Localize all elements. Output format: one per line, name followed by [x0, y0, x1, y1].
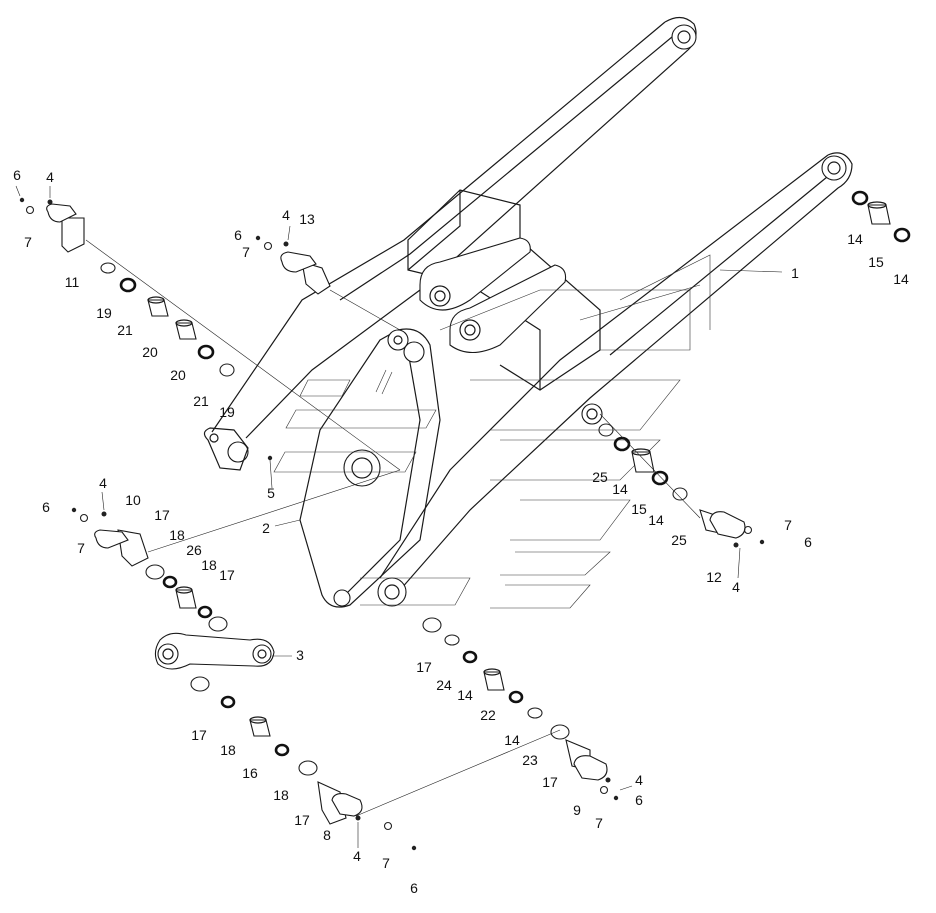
callout-c12: 12	[706, 569, 722, 585]
callout-c20b: 20	[170, 367, 186, 383]
callout-c7c: 7	[77, 540, 85, 556]
callout-c17f: 17	[542, 774, 558, 790]
callout-c14e: 14	[457, 687, 473, 703]
callout-c14d: 14	[648, 512, 664, 528]
callout-c6d: 6	[804, 534, 812, 550]
callout-labels: 1234444445666666777777891011121314141414…	[13, 167, 909, 896]
callout-c14a: 14	[847, 231, 863, 247]
callout-c25b: 25	[671, 532, 687, 548]
callout-c4e: 4	[635, 772, 643, 788]
tilt-lever	[299, 328, 441, 608]
callout-c1: 1	[791, 265, 799, 281]
pins	[46, 203, 746, 825]
callout-c4c: 4	[99, 475, 107, 491]
callout-c5: 5	[267, 485, 275, 501]
leader-lines	[15, 185, 783, 848]
callout-c18d: 18	[273, 787, 289, 803]
callout-c7e: 7	[595, 815, 603, 831]
callout-c17b: 17	[219, 567, 235, 583]
link-bar	[154, 632, 275, 670]
callout-c22: 22	[480, 707, 496, 723]
callout-c21a: 21	[117, 322, 133, 338]
callout-c6a: 6	[13, 167, 21, 183]
callout-c14c: 14	[612, 481, 628, 497]
bolts-and-washers	[19, 197, 765, 851]
callout-c20a: 20	[142, 344, 158, 360]
callout-c10: 10	[125, 492, 141, 508]
callout-c18c: 18	[220, 742, 236, 758]
callout-c21b: 21	[193, 393, 209, 409]
callout-c24: 24	[436, 677, 452, 693]
callout-c23: 23	[522, 752, 538, 768]
bushings	[147, 201, 891, 737]
callout-c6c: 6	[42, 499, 50, 515]
callout-c15a: 15	[868, 254, 884, 270]
callout-c17d: 17	[294, 812, 310, 828]
callout-c2: 2	[262, 520, 270, 536]
callout-c4b: 4	[282, 207, 290, 223]
callout-c25a: 25	[592, 469, 608, 485]
boom-frame	[203, 16, 853, 607]
callout-c9: 9	[573, 802, 581, 818]
callout-c26: 26	[186, 542, 202, 558]
callout-c19b: 19	[219, 404, 235, 420]
callout-c19a: 19	[96, 305, 112, 321]
callout-c6e: 6	[635, 792, 643, 808]
callout-c17c: 17	[191, 727, 207, 743]
callout-c18b: 18	[201, 557, 217, 573]
callout-c3: 3	[296, 647, 304, 663]
callout-c4f: 4	[353, 848, 361, 864]
callout-c4a: 4	[46, 169, 54, 185]
callout-c4d: 4	[732, 579, 740, 595]
callout-c17a: 17	[154, 507, 170, 523]
callout-c17e: 17	[416, 659, 432, 675]
callout-c15b: 15	[631, 501, 647, 517]
callout-c18a: 18	[169, 527, 185, 543]
hatched-guides	[273, 254, 711, 609]
callout-c7b: 7	[242, 244, 250, 260]
callout-c14b: 14	[893, 271, 909, 287]
callout-c7d: 7	[784, 517, 792, 533]
callout-c6f: 6	[410, 880, 418, 896]
callout-c7a: 7	[24, 234, 32, 250]
seal-rings	[100, 190, 911, 776]
callout-c11: 11	[65, 274, 80, 290]
callout-c14f: 14	[504, 732, 520, 748]
callout-c16: 16	[242, 765, 258, 781]
callout-c13: 13	[299, 211, 315, 227]
callout-c6b: 6	[234, 227, 242, 243]
callout-c7f: 7	[382, 855, 390, 871]
callout-c8: 8	[323, 827, 331, 843]
